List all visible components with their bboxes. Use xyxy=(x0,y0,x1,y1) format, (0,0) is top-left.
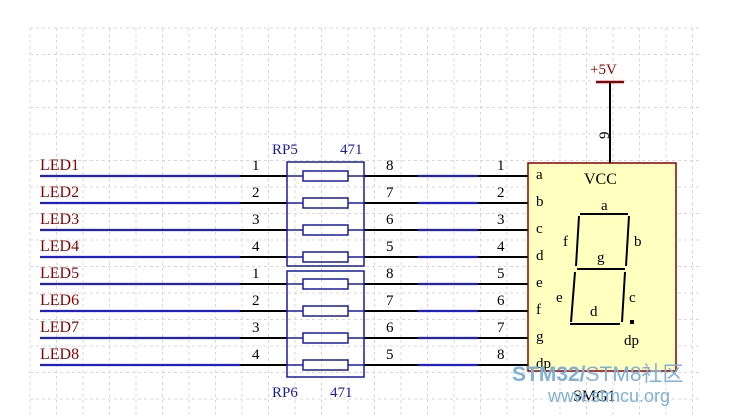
smg-pin-number: 3 xyxy=(497,212,505,228)
rp-right-pin-number: 7 xyxy=(386,185,394,201)
smg-pin-name: dp xyxy=(536,356,551,372)
rp-left-pin-number: 2 xyxy=(252,185,260,201)
smg-pin-number: 1 xyxy=(497,158,505,174)
smg-pin-number: 6 xyxy=(497,293,505,309)
rp-left-pin-number: 4 xyxy=(252,347,260,363)
rp-left-pin-number: 1 xyxy=(252,266,260,282)
seg-label-c: c xyxy=(629,290,636,306)
resistor-element xyxy=(302,197,349,209)
rp-right-pin-number: 6 xyxy=(386,320,394,336)
resistor-element xyxy=(302,251,349,263)
net-label: LED2 xyxy=(40,184,79,201)
vcc-pin-number: 9 xyxy=(597,132,613,140)
smg-pin-number: 7 xyxy=(497,320,505,336)
smg-pin-name: a xyxy=(536,167,543,183)
watermark-line1: STM32/STM8社区 xyxy=(512,363,684,386)
smg-pin-name: e xyxy=(536,275,543,291)
net-label: LED4 xyxy=(40,238,79,255)
smg-pin-number: 2 xyxy=(497,185,505,201)
smg-pin-name: c xyxy=(536,221,543,237)
rp5-ref: RP5 xyxy=(272,142,298,158)
watermark-line2: www.stmcu.org xyxy=(547,386,670,406)
rp-left-pin-number: 1 xyxy=(252,158,260,174)
rp-right-pin-number: 6 xyxy=(386,212,394,228)
vcc-label: VCC xyxy=(584,171,617,188)
rp-right-pin-number: 8 xyxy=(386,158,394,174)
rp-right-pin-number: 8 xyxy=(386,266,394,282)
rp-left-pin-number: 3 xyxy=(252,212,260,228)
smg-pin-name: f xyxy=(536,302,541,318)
power-label: +5V xyxy=(590,62,617,78)
watermark-stm8: STM8 xyxy=(586,363,642,386)
net-label: LED6 xyxy=(40,292,79,309)
resistor-element xyxy=(302,305,349,317)
rp6-body xyxy=(286,270,365,378)
seg-label-b: b xyxy=(634,234,642,250)
seg-label-e: e xyxy=(556,290,563,306)
rp-left-pin-number: 4 xyxy=(252,239,260,255)
net-label: LED7 xyxy=(40,319,79,336)
segment-e xyxy=(570,271,576,323)
smg-pin-name: b xyxy=(536,194,544,210)
wires xyxy=(40,174,528,367)
resistor-element xyxy=(302,332,349,344)
seg-label-g: g xyxy=(597,250,605,266)
rp-right-pin-number: 7 xyxy=(386,293,394,309)
smg-pin-name: g xyxy=(536,329,544,345)
rp5-value: 471 xyxy=(340,142,363,158)
watermark-shequ: 社区 xyxy=(642,363,684,386)
segment-dp xyxy=(630,320,634,324)
seven-segment-glyph xyxy=(570,213,630,325)
resistor-element xyxy=(302,170,349,182)
smg-pin-number: 4 xyxy=(497,239,505,255)
smg-pin-number: 5 xyxy=(497,266,505,282)
smg-pin-number: 8 xyxy=(497,347,505,363)
rp5-body xyxy=(286,161,365,267)
segment-b xyxy=(625,215,630,267)
segment-c xyxy=(621,271,626,323)
net-label: LED1 xyxy=(40,157,79,174)
rp6-value: 471 xyxy=(330,385,353,401)
net-label: LED5 xyxy=(40,265,79,282)
seg-label-a: a xyxy=(601,198,608,214)
watermark-stm32: STM32/ xyxy=(512,363,586,386)
resistor-element xyxy=(302,278,349,290)
rp-right-pin-number: 5 xyxy=(386,347,394,363)
smg-body xyxy=(527,162,677,372)
rp6-ref: RP6 xyxy=(272,385,298,401)
seg-label-f: f xyxy=(563,234,568,250)
seg-label-dp: dp xyxy=(624,333,639,349)
net-label: LED8 xyxy=(40,346,79,363)
rp-left-pin-number: 2 xyxy=(252,293,260,309)
smg-pin-name: d xyxy=(536,248,544,264)
smg-ref: SMG1 xyxy=(573,388,616,405)
resistor-element xyxy=(302,224,349,236)
rp-right-pin-number: 5 xyxy=(386,239,394,255)
seg-label-d: d xyxy=(590,304,598,320)
resistor-element xyxy=(302,359,349,371)
resistor-packs xyxy=(286,161,365,378)
rp-left-pin-number: 3 xyxy=(252,320,260,336)
segment-f xyxy=(575,215,580,267)
net-label: LED3 xyxy=(40,211,79,228)
